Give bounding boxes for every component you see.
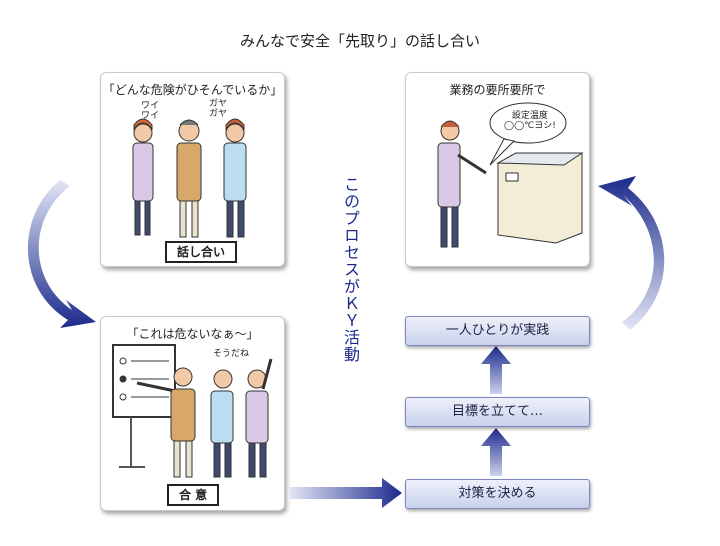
ky-process-label: このプロセスがＫＹ活動 [341,176,360,363]
page-title: みんなで安全「先取り」の話し合い [239,32,480,50]
panel-caption: 「これは危ないなぁ～」 [126,327,259,341]
arrow-to-steps [290,478,402,508]
people-discussing-illustration [132,118,247,238]
arrow-step-1-2 [481,428,511,476]
agree-bubble: そうだね [213,349,250,359]
panel-tag: 話し合い [165,241,238,263]
chatter-left: ワイ ワイ [141,101,160,121]
curved-arrow-up [598,176,665,330]
chatter-right: ガヤ ガヤ [209,99,228,119]
panel-caption: 「どんな危険がひそんでいるか」 [102,83,283,97]
step-everyone-practice: 一人ひとりが実践 [405,316,590,346]
step-decide-measures: 対策を決める [405,479,590,509]
people-agreeing-illustration [112,344,273,478]
step-set-goal: 目標を立てて… [405,397,590,427]
panel-tag: 合 意 [167,484,220,506]
worker-checking-tank-illustration [437,102,584,248]
panel-discussion: 「どんな危険がひそんでいるか」 ワイ ワイ ガヤ ガヤ 話し合い [100,72,285,267]
arrow-step-2-3 [481,346,511,394]
panel-workplace: 業務の要所要所で 設定温度 ◯◯℃ヨシ! [405,72,590,267]
curved-arrow-down [27,180,97,328]
panel-agreement: 「これは危ないなぁ～」 そうだね 合 意 [100,316,285,511]
panel-caption: 業務の要所要所で [449,83,546,97]
temperature-speech: 設定温度 ◯◯℃ヨシ! [504,111,556,131]
